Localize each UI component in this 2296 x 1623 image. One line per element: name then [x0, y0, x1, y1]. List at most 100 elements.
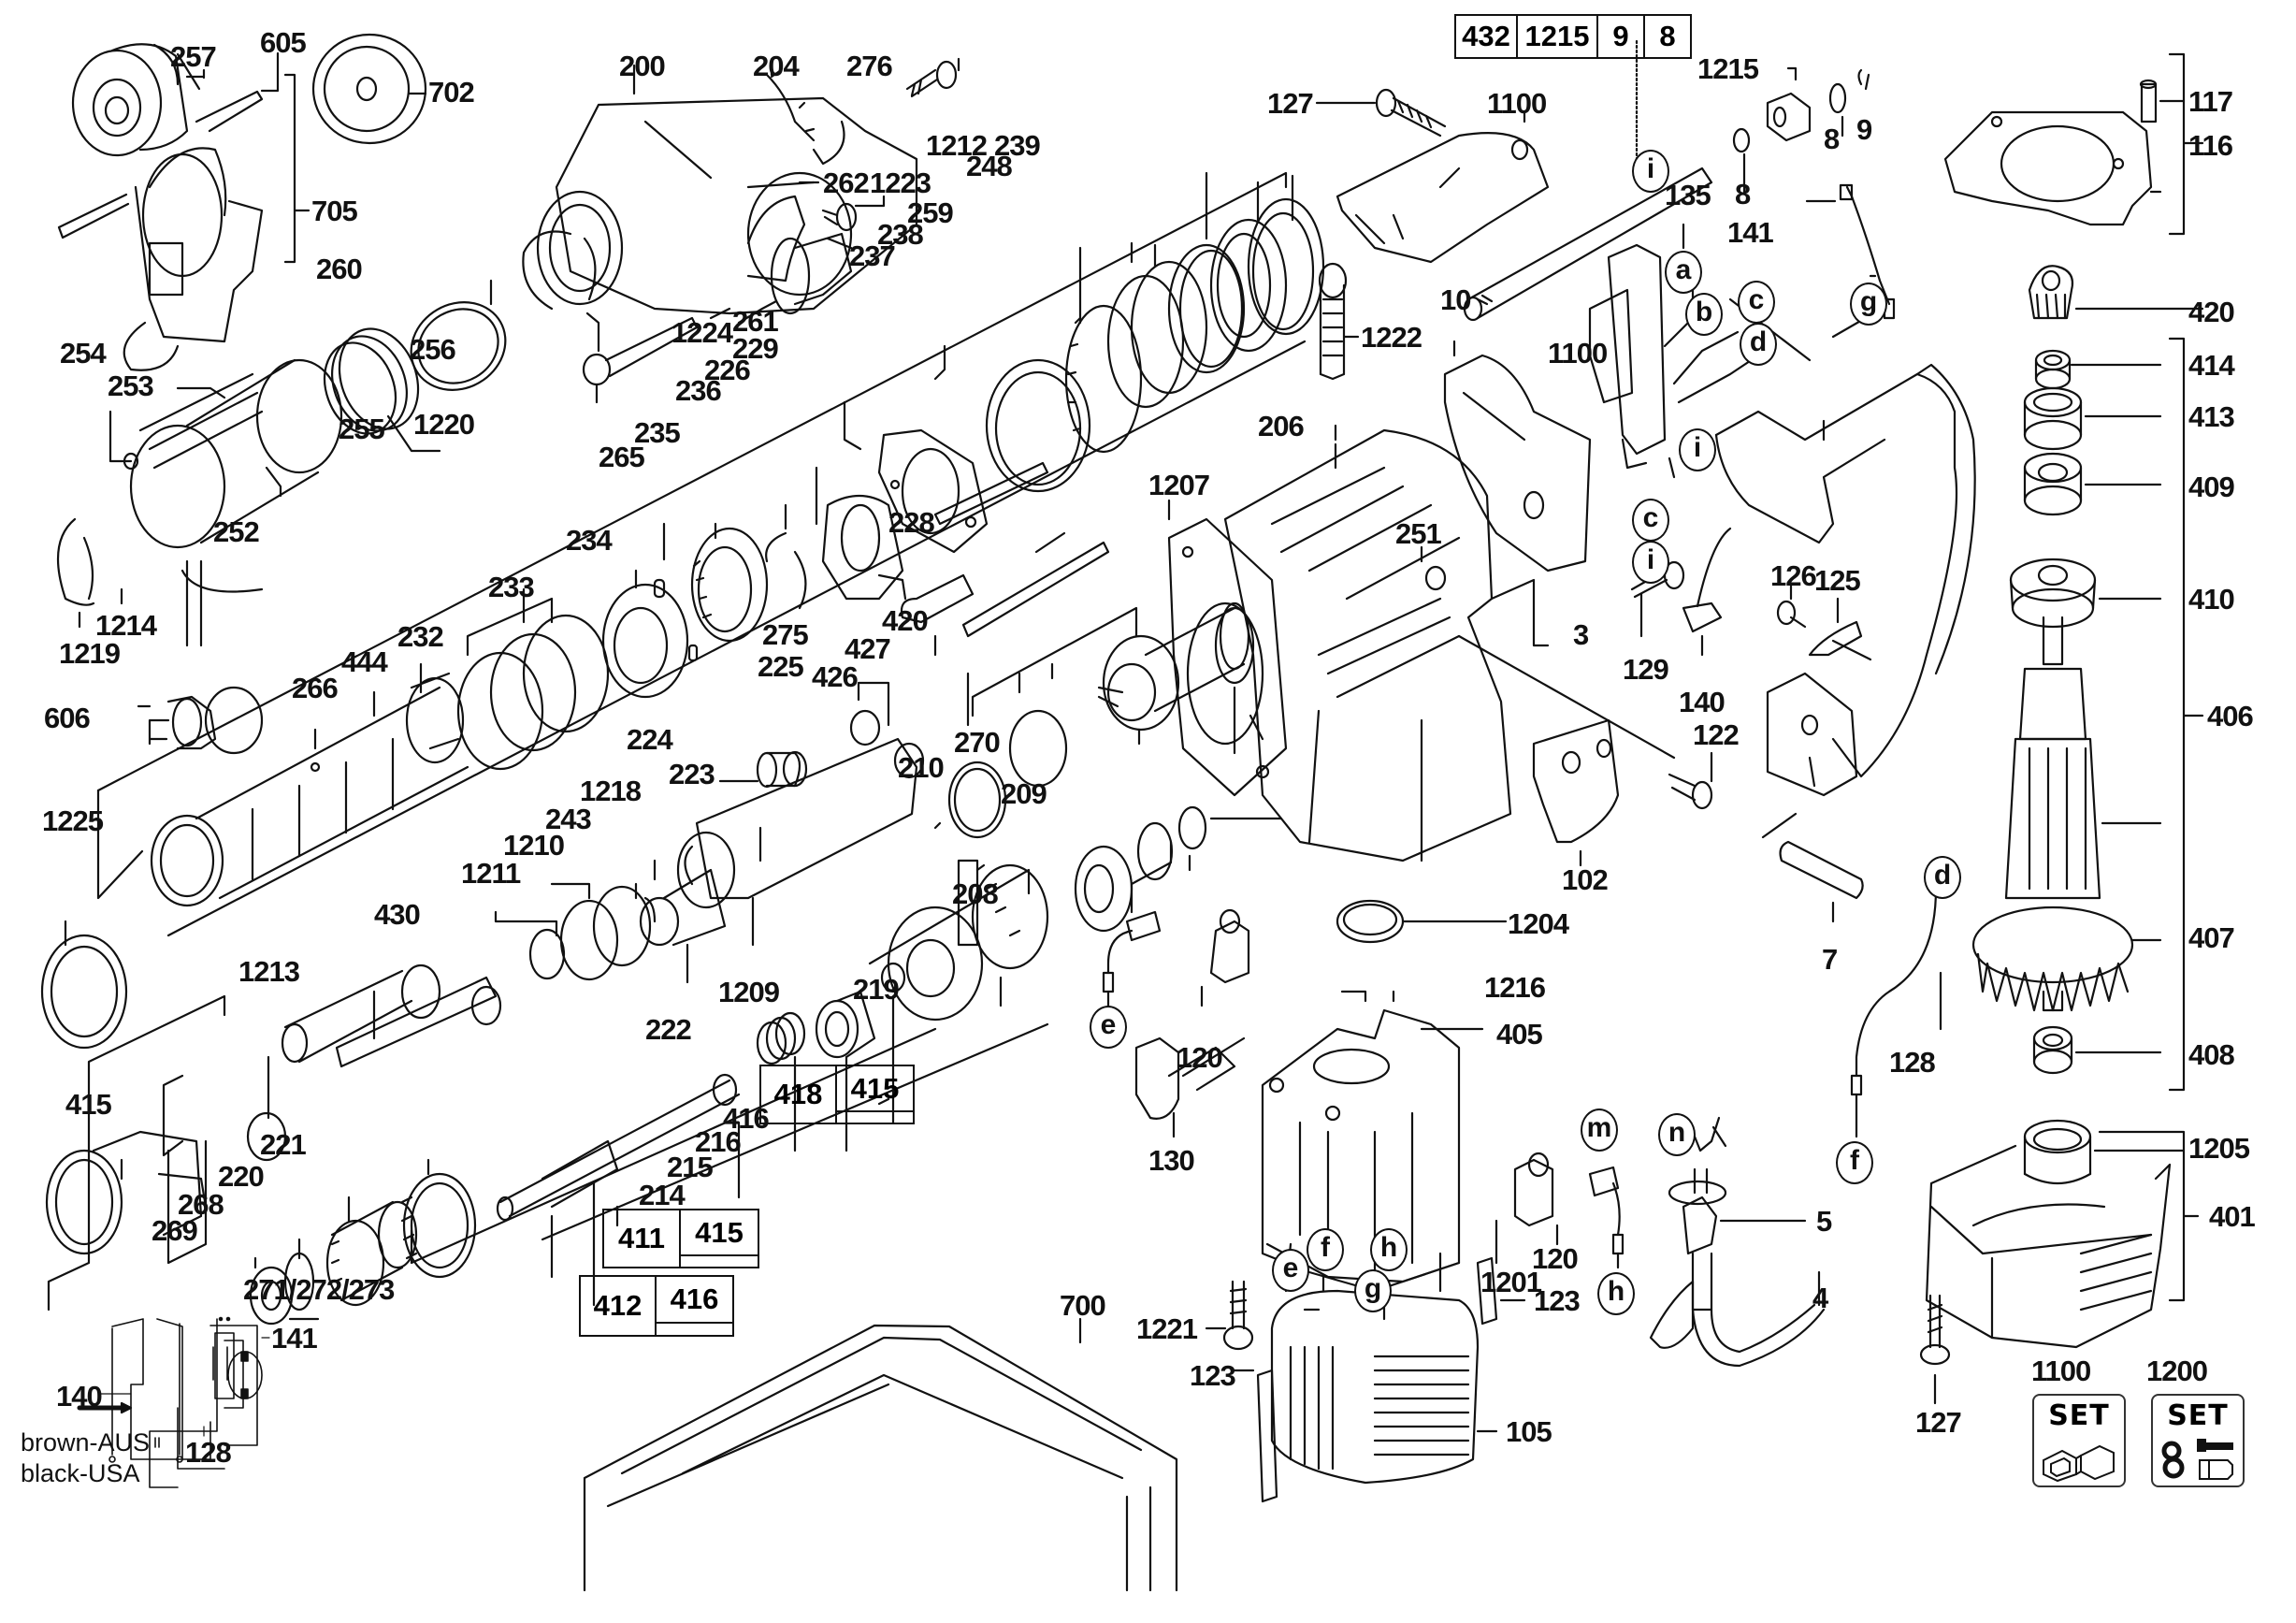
bracket-1222-bolt	[1318, 262, 1348, 381]
assembly-band-kits	[541, 1022, 1049, 1241]
bushing-1205	[2023, 1119, 2092, 1184]
label-255: 255	[339, 413, 385, 445]
screw-276	[905, 60, 958, 98]
label-8a: 8	[1824, 123, 1840, 155]
selector-plate-226	[821, 495, 907, 601]
bracket-418	[868, 868, 1031, 1106]
set-badge-1200-text: SET	[2167, 1399, 2229, 1432]
label-222: 222	[645, 1013, 692, 1046]
spring-215	[756, 1011, 806, 1065]
label-8b: 8	[1735, 178, 1751, 210]
label-140-schematic: 140	[56, 1380, 103, 1413]
sleeve-216	[815, 990, 876, 1059]
screw-127	[1375, 88, 1447, 138]
label-1211: 1211	[461, 857, 521, 890]
leader-255	[386, 414, 441, 453]
wheel-702	[311, 33, 427, 145]
screws-and-rings-icon	[2161, 1439, 2233, 1480]
kit-cell-432: 432	[1456, 16, 1518, 57]
label-123a: 123	[1190, 1359, 1236, 1392]
label-200: 200	[619, 50, 666, 82]
leader-125	[1831, 597, 1872, 661]
label-1219: 1219	[59, 637, 121, 670]
kit-412-empty	[657, 1324, 732, 1335]
shaft-432	[1463, 167, 1713, 322]
label-405: 405	[1496, 1018, 1543, 1051]
brush-holder-120-right	[1513, 1152, 1554, 1227]
dust-guard-705	[123, 147, 264, 371]
label-251: 251	[1395, 517, 1442, 550]
bearing-410	[2009, 558, 2097, 629]
label-243: 243	[545, 803, 592, 835]
label-208: 208	[952, 877, 999, 910]
label-224: 224	[627, 723, 673, 756]
leader-7-link	[1761, 812, 1798, 839]
kit-411-empty	[681, 1256, 758, 1267]
label-220: 220	[218, 1160, 265, 1193]
marker-i1: i	[1632, 150, 1669, 193]
gear-221	[400, 1172, 477, 1279]
leader-605	[260, 51, 280, 93]
marker-c2: c	[1632, 499, 1669, 542]
label-127a: 127	[1267, 87, 1314, 120]
leader-1224	[709, 307, 731, 320]
wiring-note-black-usa: black-USA	[21, 1459, 140, 1487]
brush-spring-130	[1134, 1036, 1236, 1120]
selector-204	[765, 68, 845, 166]
leader-253	[176, 386, 226, 399]
bushing-414	[2034, 349, 2072, 390]
washer-234	[601, 583, 689, 699]
rear-handle-1100	[1714, 363, 1976, 778]
armature-407	[1971, 616, 2134, 1012]
label-232: 232	[397, 620, 444, 653]
label-427: 427	[845, 632, 891, 665]
kit-cell-9: 9	[1598, 16, 1645, 57]
label-1100a: 1100	[1487, 87, 1547, 120]
label-206: 206	[1258, 410, 1305, 442]
marker-a: a	[1665, 251, 1702, 294]
label-254: 254	[60, 337, 107, 370]
clutch-415	[45, 1130, 208, 1255]
label-105: 105	[1506, 1415, 1552, 1448]
marker-d1: d	[1740, 323, 1777, 366]
label-407: 407	[2188, 921, 2235, 954]
leader-128a	[1855, 971, 1942, 1138]
label-1222: 1222	[1361, 321, 1422, 354]
marker-g1: g	[1850, 283, 1887, 326]
label-1221: 1221	[1136, 1312, 1198, 1345]
label-9: 9	[1856, 113, 1872, 146]
label-702: 702	[428, 76, 475, 109]
marker-c1: c	[1738, 281, 1775, 324]
label-410: 410	[2188, 583, 2235, 616]
kit-418-empty	[837, 1112, 913, 1123]
ring-1225	[40, 934, 128, 1050]
label-430: 430	[374, 898, 421, 931]
label-276: 276	[846, 50, 893, 82]
set-badge-1200: SET	[2151, 1394, 2245, 1487]
side-handle-10	[1443, 354, 1592, 572]
label-127b: 127	[1915, 1406, 1962, 1439]
label-237: 237	[849, 239, 896, 272]
leader-1214-1219	[78, 587, 123, 629]
leader-102-link	[1457, 634, 1676, 760]
seal-270	[1214, 606, 1255, 685]
motor-cover-401	[1925, 1144, 2172, 1349]
bracket-415-lower	[162, 1074, 208, 1265]
brush-140	[1682, 527, 1732, 633]
assembly-band-bottom	[166, 340, 1307, 937]
marker-f2: f	[1307, 1228, 1344, 1271]
label-225: 225	[758, 650, 804, 683]
set-badge-1100: SET	[2032, 1394, 2126, 1487]
seal-248-239	[1209, 197, 1325, 353]
marker-h1: h	[1370, 1228, 1408, 1271]
label-1216: 1216	[1484, 971, 1546, 1004]
striker-222	[639, 868, 727, 947]
label-269: 269	[152, 1214, 198, 1247]
bolt-275	[900, 573, 975, 624]
label-606: 606	[44, 702, 91, 734]
label-221: 221	[260, 1128, 307, 1161]
rod-605	[57, 90, 264, 239]
label-262: 262	[823, 167, 870, 199]
label-1100-set: 1100	[2031, 1355, 2091, 1387]
